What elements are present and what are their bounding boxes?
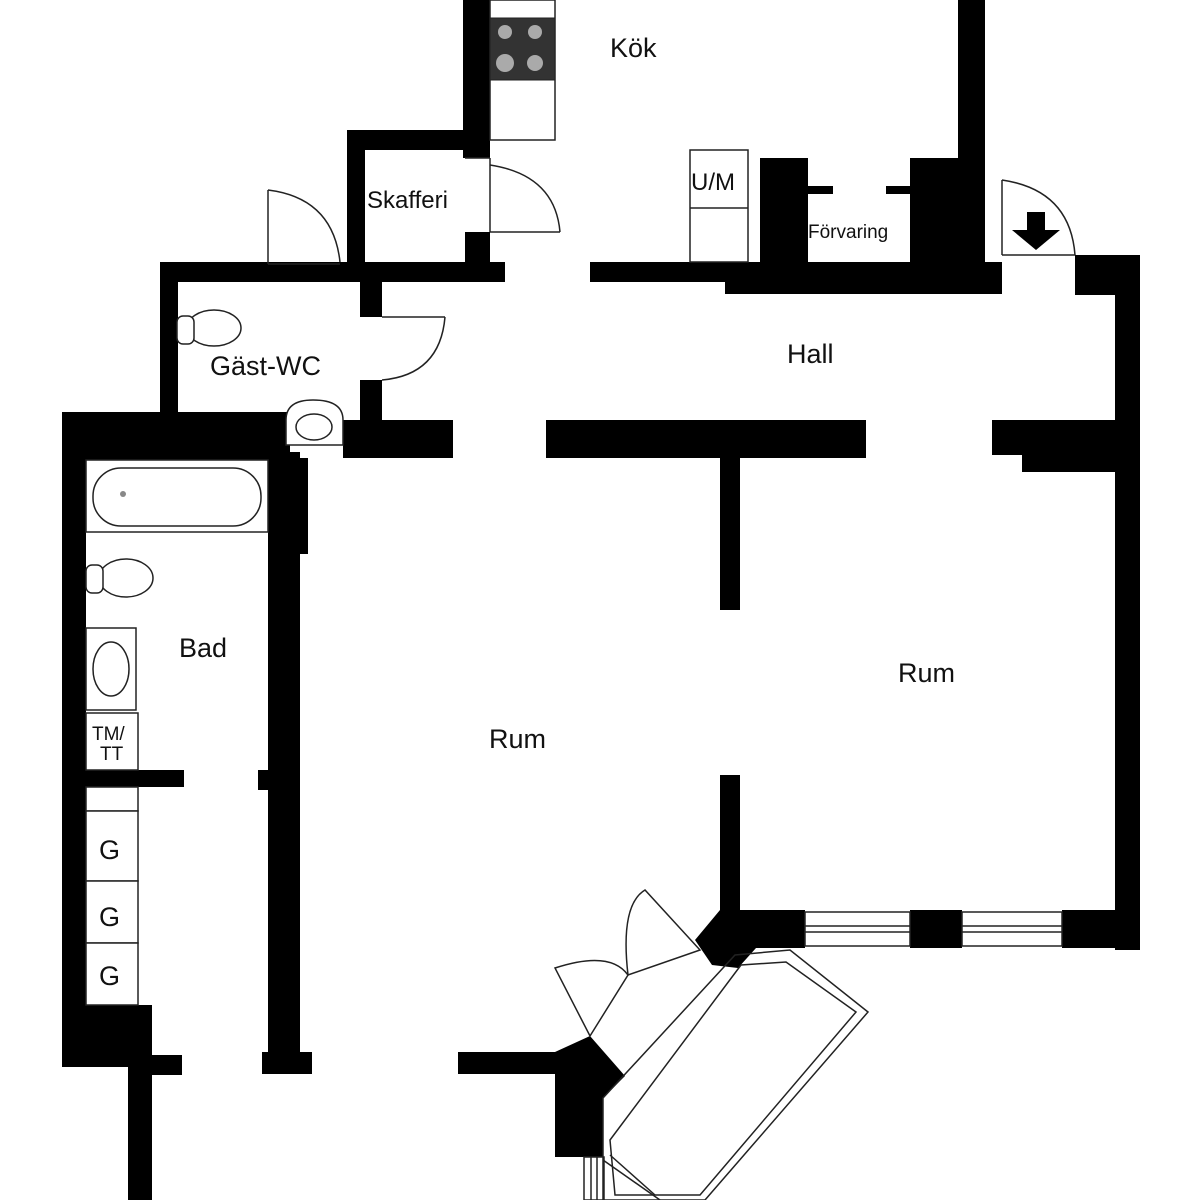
wall-pantry-left bbox=[347, 130, 365, 282]
label-hall: Hall bbox=[787, 339, 834, 369]
door-arc-entrance bbox=[1001, 179, 1076, 256]
label-forvaring: Förvaring bbox=[808, 222, 888, 243]
wall-hall-bottom-left bbox=[62, 412, 290, 460]
guest-wc-toilet bbox=[186, 309, 242, 347]
wall-exterior-left bbox=[62, 412, 86, 1067]
guest-wc-sink bbox=[285, 399, 344, 446]
window-right-1 bbox=[804, 911, 911, 947]
windows bbox=[583, 911, 1063, 1200]
wall-hall-top-left bbox=[160, 262, 505, 282]
door-arc-kitchen bbox=[489, 164, 561, 233]
wall-bay-left-corner bbox=[555, 1036, 625, 1157]
label-bad: Bad bbox=[179, 633, 227, 663]
closet-4 bbox=[85, 942, 139, 1006]
wall-storage-stub-right bbox=[886, 186, 910, 194]
doors bbox=[267, 157, 1076, 1038]
wall-hall-bottom-mid-left bbox=[343, 420, 453, 458]
label-rum-right: Rum bbox=[898, 658, 955, 688]
closet-3 bbox=[85, 880, 139, 944]
wall-bay-right-corner bbox=[695, 910, 756, 968]
stove-burner-2 bbox=[528, 25, 542, 39]
door-arc-wc-inner bbox=[381, 316, 446, 381]
closet-label-1: G bbox=[99, 835, 120, 865]
fixtures bbox=[85, 0, 749, 1006]
wall-bath-bump bbox=[258, 770, 270, 790]
washer-box bbox=[689, 149, 749, 263]
labels: Kök Skafferi U/M Förvaring Gäst-WC Hall … bbox=[92, 33, 955, 991]
wall-bath-right-step bbox=[290, 458, 308, 554]
wall-pantry-top bbox=[347, 130, 490, 150]
label-tm-tt: TM/ TT bbox=[92, 724, 130, 765]
wall-room-divider-upper bbox=[720, 458, 740, 610]
balcony bbox=[602, 949, 870, 1200]
wall-bottom-room bbox=[458, 1052, 558, 1074]
closet-label-2: G bbox=[99, 902, 120, 932]
wall-hall-bottom-right-lip bbox=[1022, 440, 1140, 472]
closet-1 bbox=[85, 786, 139, 812]
stove-burner-3 bbox=[496, 54, 514, 72]
bath-toilet bbox=[98, 558, 154, 598]
wall-wc-left bbox=[160, 262, 178, 422]
door-arc-balcony-b bbox=[625, 889, 702, 977]
closet-label-3: G bbox=[99, 961, 120, 991]
stove bbox=[489, 17, 556, 81]
walls bbox=[62, 0, 1140, 1200]
label-kok: Kök bbox=[610, 33, 657, 63]
window-right-2 bbox=[961, 911, 1063, 947]
label-skafferi: Skafferi bbox=[367, 187, 448, 214]
closet-2 bbox=[85, 810, 139, 882]
wall-wc-right-upper bbox=[360, 282, 382, 317]
door-arc-balcony-a bbox=[553, 959, 629, 1038]
wall-storage-pillar-left bbox=[760, 158, 808, 273]
window-bottom-left bbox=[583, 1156, 605, 1200]
wall-exterior-left-lower bbox=[128, 1055, 152, 1200]
label-tt: TT bbox=[100, 744, 124, 765]
label-gast-wc: Gäst-WC bbox=[210, 351, 321, 381]
wall-bottom-right-b bbox=[910, 910, 962, 948]
stove-burner-1 bbox=[498, 25, 512, 39]
wall-kitchen-right bbox=[958, 0, 985, 290]
door-arc-wc-outer bbox=[267, 189, 341, 263]
wall-wc-right-lower bbox=[360, 380, 382, 422]
wall-bath-right bbox=[268, 452, 300, 1070]
stove-burner-4 bbox=[527, 55, 543, 71]
wall-hall-bottom-mid bbox=[546, 420, 866, 458]
wall-bottom-right-a bbox=[740, 910, 805, 948]
label-rum-left: Rum bbox=[489, 724, 546, 754]
wall-bath-right-bottom bbox=[262, 1052, 312, 1074]
wall-bath-closet-divider bbox=[86, 770, 184, 787]
wall-exterior-left-stub bbox=[128, 1055, 182, 1075]
entrance-arrow-icon bbox=[1012, 212, 1060, 250]
wall-exterior-right bbox=[1115, 255, 1140, 950]
label-tm: TM/ bbox=[92, 724, 125, 745]
wall-storage-pillar-right bbox=[910, 158, 958, 273]
wall-storage-stub-left bbox=[808, 186, 833, 194]
wall-bottom-right-c bbox=[1062, 910, 1140, 948]
wall-room-divider-lower bbox=[720, 775, 740, 915]
laundry-box bbox=[85, 712, 139, 771]
label-um: U/M bbox=[691, 169, 735, 196]
